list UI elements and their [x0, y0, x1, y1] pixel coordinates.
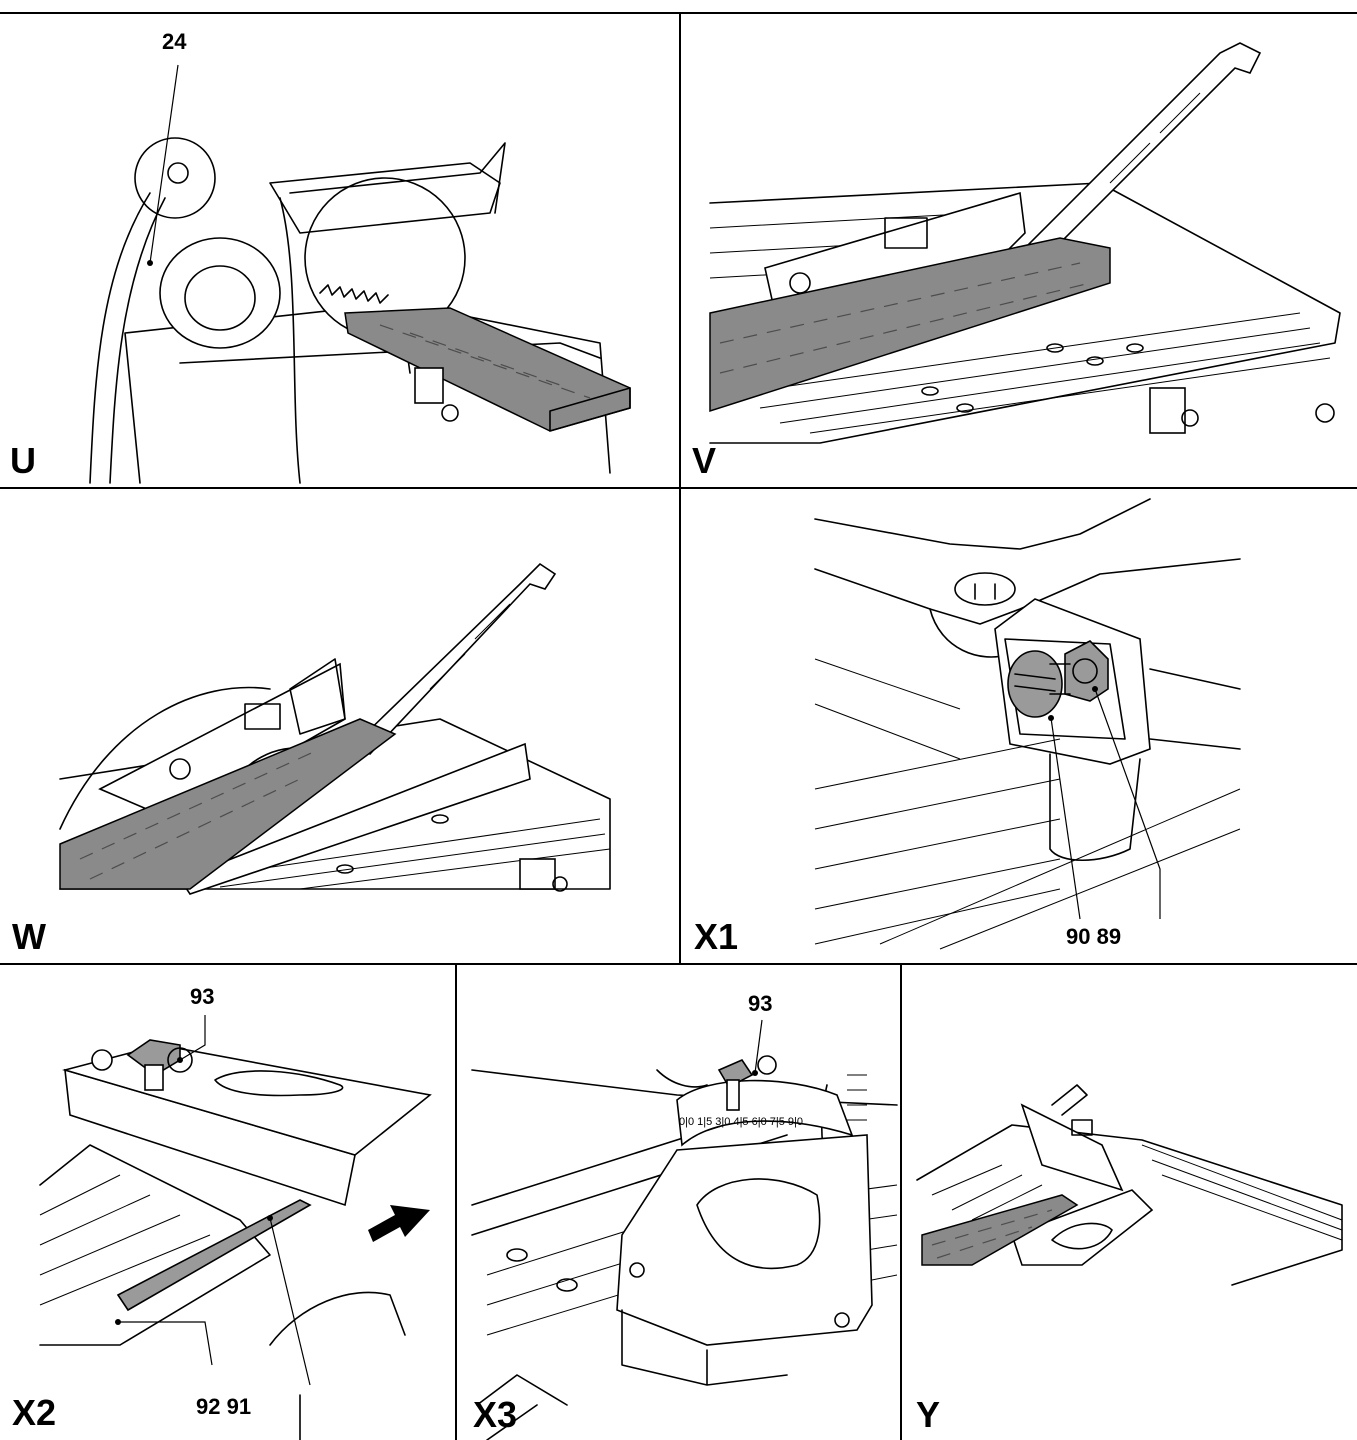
divider-row1 [0, 487, 1357, 489]
panel-v: V [680, 13, 1357, 487]
panel-label-x3: X3 [473, 1394, 518, 1435]
callout-90-89: 90 89 [1066, 924, 1122, 949]
callout-93-x3: 93 [748, 991, 773, 1016]
divider-top [0, 12, 1357, 14]
divider-col-top [679, 12, 681, 964]
divider-col-bottom-1 [455, 963, 457, 1440]
panel-label-u: U [10, 440, 36, 481]
divider-col-bottom-2 [900, 963, 902, 1440]
panel-label-y: Y [916, 1394, 941, 1435]
panel-v-drawing [709, 42, 1341, 444]
callout-93-x2: 93 [190, 984, 215, 1009]
panel-label-x2: X2 [12, 1392, 57, 1433]
divider-row2 [0, 963, 1357, 965]
panel-label-v: V [692, 440, 717, 481]
panel-y-drawing [916, 1084, 1343, 1286]
mitre-scale: 0|0 1|5 3|0 4|5 6|0 7|5 9|0 [679, 1116, 803, 1128]
panel-w: W [0, 489, 679, 963]
panel-u: 24 U [0, 13, 679, 487]
panel-x3: 0|0 1|5 3|0 4|5 6|0 7|5 9|0 93 X3 [457, 965, 900, 1440]
panel-label-x1: X1 [694, 916, 739, 957]
panel-x1-drawing [814, 498, 1241, 950]
panel-u-drawing [89, 64, 631, 484]
panel-x2: 93 92 91 X2 [0, 965, 455, 1440]
panel-x2-drawing [39, 1015, 432, 1440]
panel-label-w: W [12, 916, 46, 957]
panel-w-drawing [59, 562, 611, 895]
callout-24: 24 [162, 29, 187, 54]
callout-92-91: 92 91 [196, 1394, 252, 1419]
panel-x3-drawing: 0|0 1|5 3|0 4|5 6|0 7|5 9|0 [471, 1019, 898, 1440]
panel-x1: 90 89 X1 [680, 489, 1357, 963]
panel-y: Y [902, 965, 1357, 1440]
